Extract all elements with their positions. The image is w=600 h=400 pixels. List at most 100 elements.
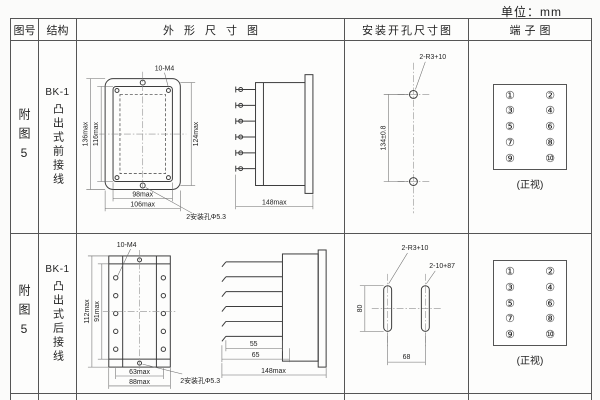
row2-structure: 凸出式后接线 (51, 279, 64, 364)
mounting-dimension-lines (383, 61, 426, 182)
row2-fig-no: 附图5 (17, 284, 31, 343)
row1-fig-no-cell: 附图5 (11, 41, 39, 234)
row3-mounting-cell (345, 394, 469, 400)
terminal-1: ① (505, 265, 515, 278)
front-view-dimension-lines (85, 72, 195, 213)
terminal-column-right: ② ④ ⑥ ⑧ ⑩ (545, 266, 555, 340)
rear-mounting-labels: 2-R3+10 2-10+87 80 68 (357, 245, 455, 361)
mounting-slots (383, 285, 430, 332)
terminal-view-label: (正视) (516, 356, 544, 367)
row2-mounting-cell: 2-R3+10 2-10+87 80 68 (345, 234, 469, 394)
row2-structure-cell: BK-1 凸出式后接线 (39, 234, 77, 394)
terminal-2: ② (545, 88, 555, 102)
terminal-5: ⑤ (505, 296, 515, 310)
mounting-labels: 2-R3+10 134±0.8 (381, 53, 446, 150)
header-structure-label: 结构 (46, 24, 69, 37)
terminal-column-left: ① ③ ⑤ ⑦ ⑨ (505, 90, 515, 164)
dim-width-outer: 106max (130, 201, 155, 208)
rear-outline-labels: 10-M4 112max 91max 63max 88max 2安装孔Φ5.3 … (83, 242, 285, 386)
row1-fig-no: 附图5 (17, 107, 31, 167)
terminal-column-left: ① ③ ⑤ ⑦ ⑨ (505, 266, 515, 340)
row2-model: BK-1 (45, 263, 70, 275)
terminal-9: ⑨ (505, 328, 515, 341)
dim-height-right: 124max (193, 121, 200, 146)
terminal-5: ⑤ (505, 120, 515, 133)
dim-height-inner: 91max (93, 301, 100, 322)
dim-depth: 148max (261, 368, 286, 375)
terminal-6: ⑥ (545, 296, 555, 310)
terminal-8: ⑧ (545, 312, 555, 326)
row3-structure-cell (39, 394, 77, 400)
terminal-7: ⑦ (505, 312, 515, 326)
header-outline-label: 外形尺寸图 (163, 24, 268, 37)
dim-thread: 10-M4 (116, 242, 136, 249)
row1-model: BK-1 (45, 87, 70, 98)
dim-width-outer: 88max (129, 379, 150, 386)
row3-terminal-cell (469, 394, 591, 400)
terminal-9: ⑨ (505, 151, 515, 165)
dim-width-inner: 63max (129, 369, 150, 376)
dim-base-width: 65 (251, 352, 259, 359)
dimension-table: 图号 结构 外形尺寸图 安装开孔尺寸图 端子图 附图5 BK-1 凸出式前接线 (10, 18, 592, 400)
terminal-4: ④ (545, 104, 555, 118)
dim-slot-radius: 2-R3+10 (402, 245, 429, 252)
dim-width-inner: 98max (132, 191, 153, 198)
dim-slot-height: 80 (357, 305, 364, 313)
dim-blade-width: 55 (249, 341, 257, 348)
header-outline: 外形尺寸图 (77, 19, 345, 41)
header-fig-no: 图号 (11, 19, 39, 41)
dim-height-inner: 116max (93, 121, 100, 146)
row2-terminal-cell: ① ③ ⑤ ⑦ ⑨ ② ④ ⑥ ⑧ ⑩ (正视) (469, 234, 591, 394)
unit-label: 单位：mm (501, 5, 562, 19)
row1-structure-cell: BK-1 凸出式前接线 (39, 41, 77, 234)
mounting-hole-drawing-front-wiring: 2-R3+10 134±0.8 (381, 53, 446, 213)
row1-terminal-cell: ① ③ ⑤ ⑦ ⑨ ② ④ ⑥ ⑧ ⑩ (正视) (469, 41, 591, 234)
terminal-column-right: ② ④ ⑥ ⑧ ⑩ (545, 90, 555, 164)
terminal-view-label: (正视) (516, 179, 544, 191)
row2-outline-cell: 10-M4 112max 91max 63max 88max 2安装孔Φ5.3 … (77, 234, 345, 394)
terminal-7: ⑦ (505, 135, 515, 149)
dim-slot-spec: 2-10+87 (429, 263, 455, 270)
dim-thread: 10-M4 (154, 65, 174, 72)
relay-side-view (234, 73, 313, 194)
rear-front-view-dimension-lines (87, 248, 182, 389)
row1-structure: 凸出式前接线 (51, 103, 64, 187)
dim-height-outer: 112max (83, 299, 90, 324)
header-mounting-label: 安装开孔尺寸图 (362, 24, 453, 37)
terminal-2: ② (545, 265, 555, 278)
terminal-6: ⑥ (545, 120, 555, 133)
dim-depth: 148max (262, 199, 287, 206)
relay-rear-side-view (221, 249, 327, 368)
terminal-diagram: ① ③ ⑤ ⑦ ⑨ ② ④ ⑥ ⑧ ⑩ (493, 260, 567, 346)
row2-fig-no-cell: 附图5 (11, 234, 39, 394)
terminal-4: ④ (545, 280, 555, 294)
dim-hole-pitch: 134±0.8 (381, 125, 388, 150)
header-terminal: 端子图 (469, 19, 591, 41)
mounting-holes (408, 89, 418, 186)
terminal-1: ① (505, 88, 515, 102)
row1-outline-cell: 10-M4 136max 116max 124max 98max 106max … (77, 41, 345, 234)
dim-height-outer: 136max (82, 121, 89, 146)
terminal-10: ⑩ (545, 151, 555, 165)
side-view-dimension-lines (234, 174, 313, 209)
relay-outline-drawing-rear-wiring: 10-M4 112max 91max 63max 88max 2安装孔Φ5.3 … (83, 242, 327, 389)
terminal-10: ⑩ (545, 328, 555, 341)
rear-mounting-dimension-lines (359, 252, 436, 366)
row3-outline-cell (77, 394, 345, 400)
dim-hole-spec: 2-R3+10 (419, 53, 446, 60)
header-fig-no-label: 图号 (13, 24, 36, 37)
header-terminal-label: 端子图 (509, 24, 555, 37)
rear-side-view-dimension-lines (221, 340, 326, 379)
row1-mounting-cell: 2-R3+10 134±0.8 (345, 41, 469, 234)
relay-outline-drawing-front-wiring: 10-M4 136max 116max 124max 98max 106max … (82, 65, 313, 221)
outline-labels: 10-M4 136max 116max 124max 98max 106max … (82, 65, 287, 220)
dim-mounting-holes: 2安装孔Φ5.3 (186, 212, 226, 221)
dim-mounting-holes: 2安装孔Φ5.3 (180, 376, 220, 385)
header-mounting: 安装开孔尺寸图 (345, 19, 469, 41)
terminal-3: ③ (505, 280, 515, 294)
header-structure: 结构 (39, 19, 77, 41)
terminal-8: ⑧ (545, 135, 555, 149)
terminal-3: ③ (505, 104, 515, 118)
terminal-diagram: ① ③ ⑤ ⑦ ⑨ ② ④ ⑥ ⑧ ⑩ (493, 83, 567, 170)
